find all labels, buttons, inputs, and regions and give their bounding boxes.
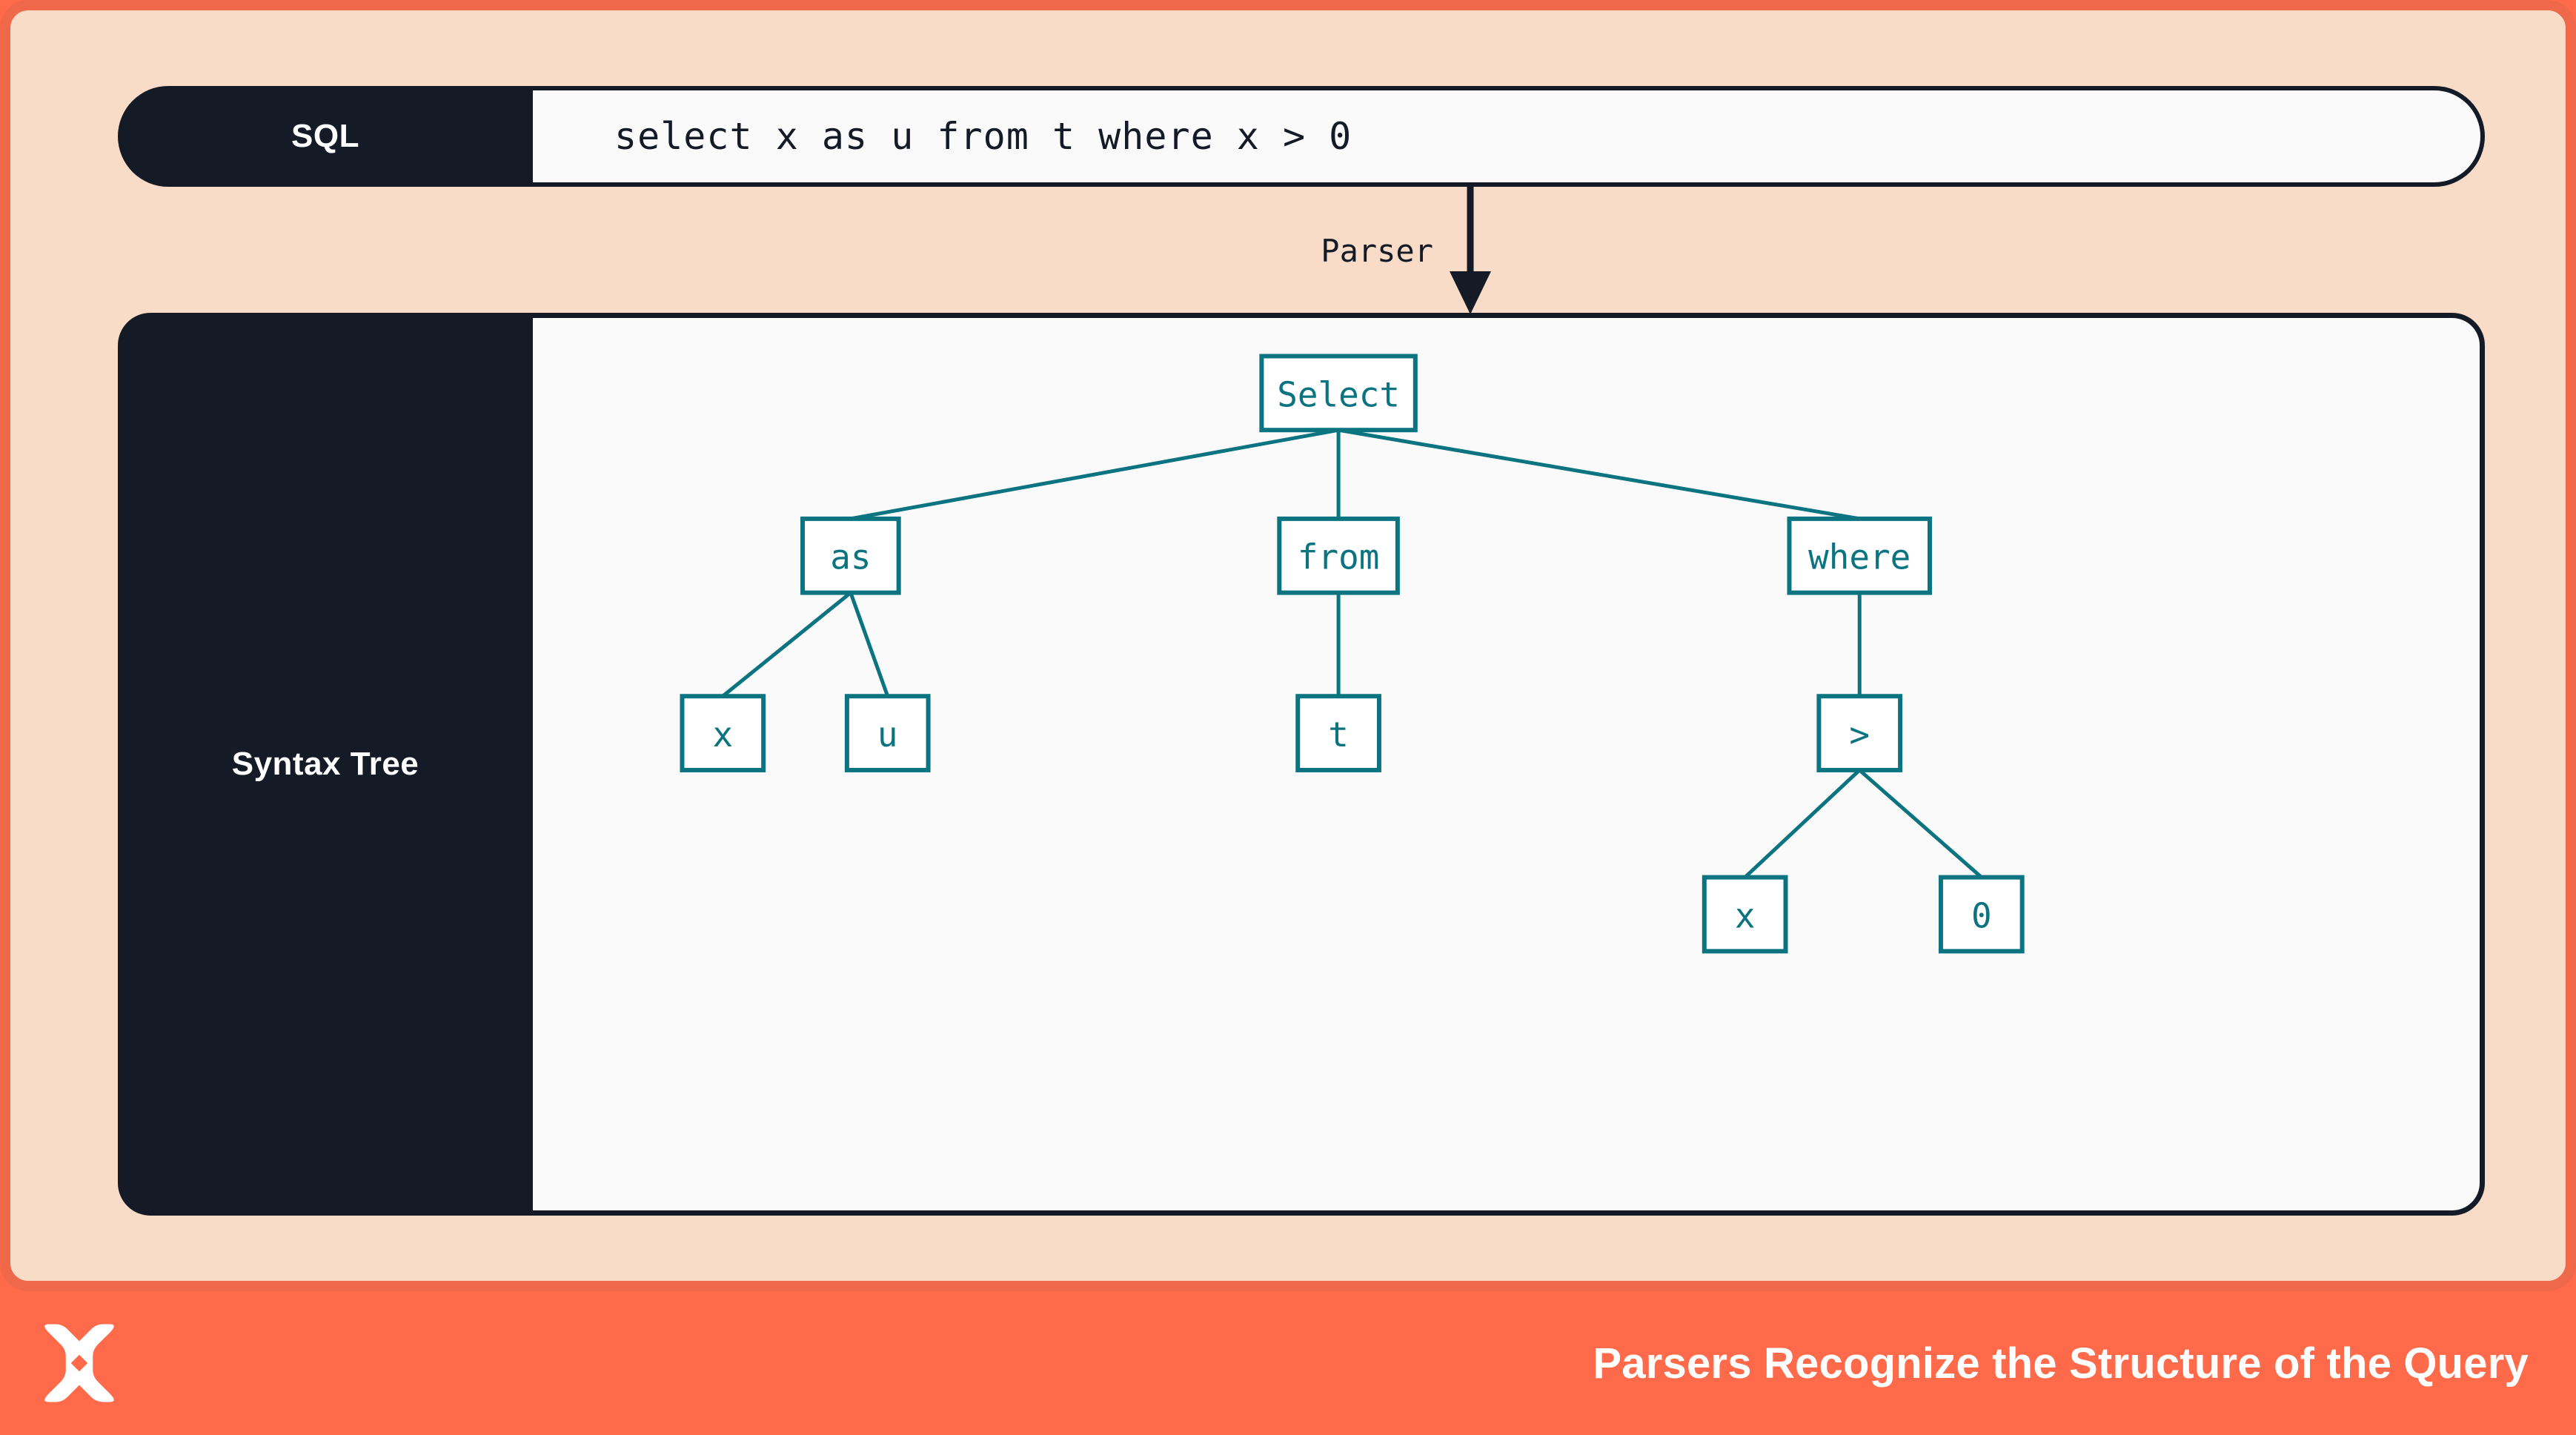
tree-node-box xyxy=(1277,516,1400,595)
tree-node-box xyxy=(1702,875,1788,954)
syntax-tree-canvas: Select as from where x u t > x 0 xyxy=(533,313,2485,1216)
tree-edge xyxy=(1743,769,1861,879)
parser-arrow-icon xyxy=(1450,185,1491,314)
tree-node[interactable]: 0 xyxy=(1938,875,2025,954)
tree-node[interactable]: Select xyxy=(1259,354,1418,433)
tree-node-label: from xyxy=(1298,537,1379,577)
tree-node-box xyxy=(1938,875,2025,954)
tree-node-box xyxy=(680,694,766,772)
tree-node-label: x xyxy=(713,715,734,755)
tree-node-box xyxy=(1787,516,1932,595)
syntax-tree-graph: Select as from where x u t > x 0 xyxy=(680,354,2025,954)
tree-node-label: > xyxy=(1849,715,1870,755)
tree-node-box xyxy=(1295,694,1381,772)
tree-node-box xyxy=(1259,354,1418,433)
footer-title: Parsers Recognize the Structure of the Q… xyxy=(1593,1339,2529,1388)
tree-node-label: as xyxy=(830,537,871,577)
tree-node-label: t xyxy=(1328,715,1349,755)
tree-edge xyxy=(1338,428,1860,521)
tree-node-box xyxy=(800,516,901,595)
tree-edges xyxy=(721,428,1983,879)
tree-edge xyxy=(1858,769,1983,879)
syntax-tree-panel: Syntax Tree Select as from where x u t > x 0 xyxy=(118,313,2485,1216)
sql-query-field[interactable]: select x as u from t where x > 0 xyxy=(533,86,2485,187)
outer-frame: SQL select x as u from t where x > 0 Par… xyxy=(0,0,2576,1291)
tree-node[interactable]: > xyxy=(1816,694,1903,772)
tree-node[interactable]: from xyxy=(1277,516,1400,595)
parser-arrow-label: Parser xyxy=(1321,233,1433,269)
tree-node[interactable]: x xyxy=(680,694,766,772)
tree-node-label: 0 xyxy=(1971,895,1992,935)
footer-bar: Parsers Recognize the Structure of the Q… xyxy=(0,1291,2576,1435)
tree-node-label: Select xyxy=(1277,374,1400,414)
four-pointed-star-logo-icon xyxy=(44,1324,114,1402)
tree-nodes: Select as from where x u t > x 0 xyxy=(680,354,2025,954)
tree-node-box xyxy=(844,694,931,772)
tree-node-label: where xyxy=(1808,537,1911,577)
sql-row: SQL select x as u from t where x > 0 xyxy=(118,86,2485,187)
tree-node[interactable]: u xyxy=(844,694,931,772)
tree-node[interactable]: as xyxy=(800,516,901,595)
tree-edge xyxy=(849,591,890,697)
tree-node-label: x xyxy=(1735,895,1756,935)
tree-node-label: u xyxy=(877,715,898,755)
tree-node-box xyxy=(1816,694,1903,772)
tree-node[interactable]: x xyxy=(1702,875,1788,954)
tree-node[interactable]: where xyxy=(1787,516,1932,595)
syntax-tree-label: Syntax Tree xyxy=(118,313,533,1216)
sql-label: SQL xyxy=(118,86,533,187)
tree-edge xyxy=(721,591,852,698)
tree-node[interactable]: t xyxy=(1295,694,1381,772)
tree-edge xyxy=(850,428,1339,521)
